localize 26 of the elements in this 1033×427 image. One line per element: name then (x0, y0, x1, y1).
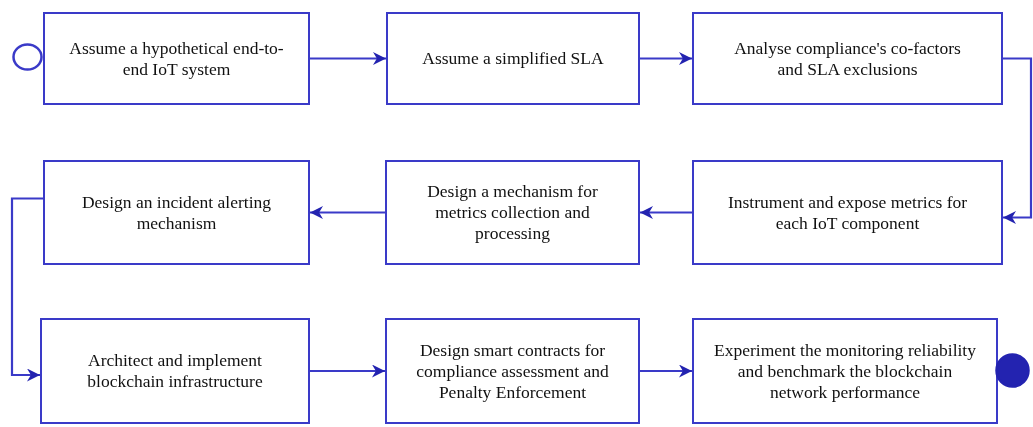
step-text: Design a mechanism for metrics collection and processing (426, 181, 599, 244)
process-box (43, 160, 310, 265)
step-text: Instrument and expose metrics for each IoT component (726, 191, 969, 234)
step-text: Assume a simplified SLA (421, 48, 605, 69)
arrow (640, 364, 692, 378)
arrow (310, 52, 386, 65)
arrow (10, 197, 43, 382)
arrow (1003, 57, 1033, 224)
process-box (692, 160, 1003, 265)
arrow (310, 364, 385, 378)
process-box (43, 12, 310, 105)
arrow (310, 206, 385, 219)
process-box (386, 12, 640, 105)
process-box (692, 12, 1003, 105)
step-text: Design an incident alerting mechanism (80, 191, 272, 234)
step-text: Design smart contracts for compliance assessment and Penalty Enforcement (415, 339, 610, 403)
process-box (40, 318, 310, 424)
process-box (385, 160, 640, 265)
step-text: Assume a hypothetical end-to-end IoT system (68, 37, 285, 80)
arrow (640, 52, 692, 65)
arrow (640, 206, 692, 219)
process-box (385, 318, 640, 424)
step-text: Experiment the monitoring reliability and benchmark the blockchain network performance (713, 339, 977, 403)
step-text: Architect and implement blockchain infrastructure (86, 350, 264, 392)
process-box (692, 318, 998, 424)
step-text: Analyse compliance's co-factors and SLA exclusions (733, 37, 962, 80)
